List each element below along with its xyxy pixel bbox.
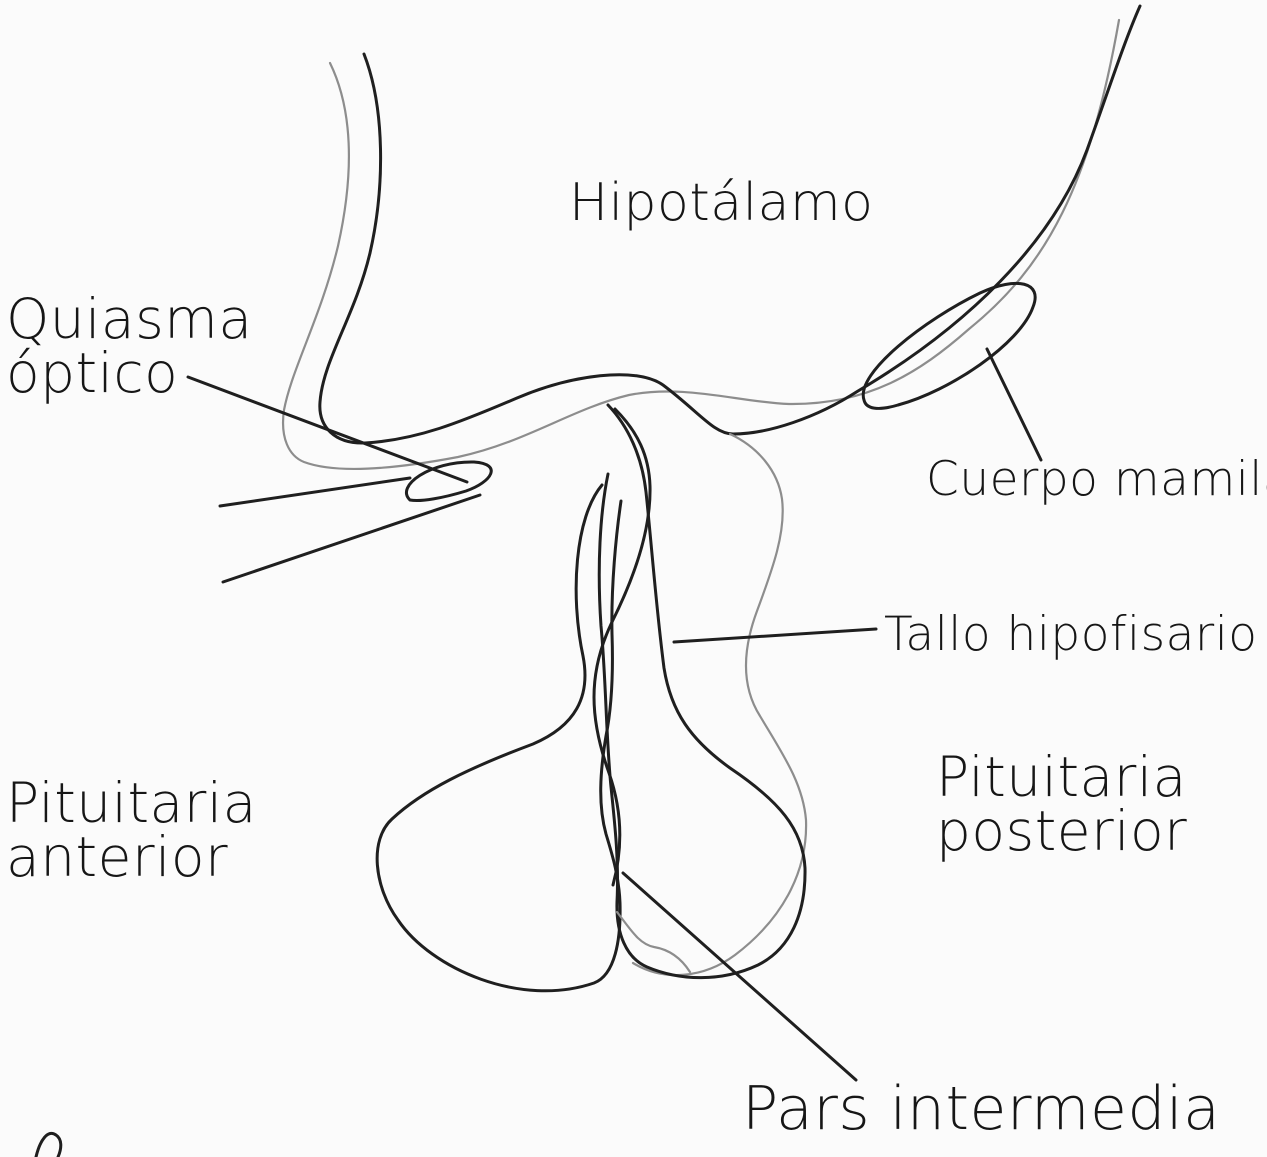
pars-intermedia-label: Pars intermedia — [742, 1074, 1220, 1144]
optic-nerve-upper-line — [220, 478, 410, 506]
posterior-pituitary-label: Pituitaria posterior — [936, 751, 1187, 859]
posterior-lobe-outline — [599, 405, 805, 978]
anterior-lobe-outline — [377, 485, 621, 991]
hypothalamus-soft-boundary — [283, 20, 1119, 469]
page-corner-mark — [36, 1133, 61, 1157]
pituitary-stalk-right — [633, 434, 806, 975]
mammillary-body-leader-line — [987, 349, 1041, 460]
pars-intermedia-leader-line — [623, 873, 856, 1080]
pituitary-stalk-label: Tallo hipofisario — [884, 607, 1258, 662]
anterior-pituitary-label: Pituitaria anterior — [6, 777, 257, 885]
optic-chiasm-label: Quiasma óptico — [6, 293, 253, 401]
mammillary-body-label: Cuerpo mamilar — [926, 452, 1267, 507]
hypothalamus-label: Hipotálamo — [569, 173, 873, 233]
pituitary-stalk-leader-line — [674, 629, 876, 642]
optic-nerve-lower-line — [223, 495, 480, 582]
